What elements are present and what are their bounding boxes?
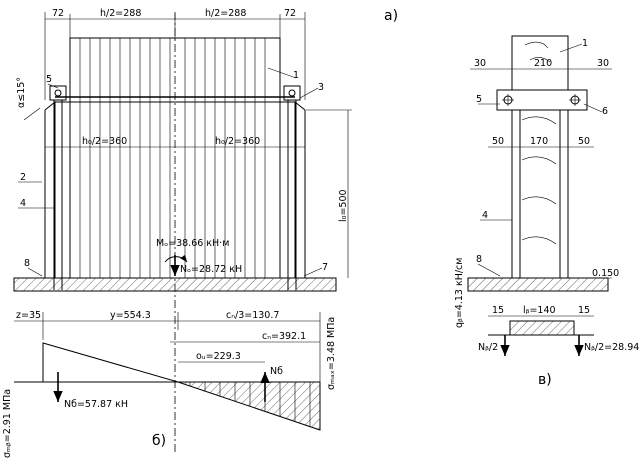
callout-c-4: 4: [482, 210, 488, 221]
foundation-a: [13, 277, 337, 292]
callout-c-8: 8: [476, 254, 482, 265]
callout-8: 8: [24, 258, 30, 269]
q-load: qᵦ=4.13 кН/см: [454, 258, 465, 328]
panel-b: z=35 y=554.3 cₙ/3=130.7 cₙ=392.1 oᵤ=229.…: [2, 310, 337, 458]
sigma-right: σₘₐₓ=3.48 МПа: [326, 317, 337, 390]
dim-c-50-right: 50: [578, 136, 590, 147]
dim-72-right: 72: [284, 8, 296, 19]
moment-label: Mₒ=38.66 кН·м: [156, 238, 229, 249]
rib-left: [44, 100, 56, 278]
stress-triangle-right: [177, 381, 321, 431]
dim-c-170: 170: [530, 136, 548, 147]
dim-c-30-left: 30: [474, 58, 486, 69]
callout-7: 7: [322, 262, 328, 273]
sigma-left: σₘᵦ=2.91 МПа: [2, 389, 13, 458]
dim-c: cₙ/3=130.7: [226, 310, 279, 321]
dim-c-15-left: 15: [492, 305, 504, 316]
dim-c-210: 210: [534, 58, 552, 69]
callout-3: 3: [318, 82, 324, 93]
callout-5: 5: [46, 74, 52, 85]
dim-c-lb: lᵦ=140: [523, 305, 556, 316]
nb-value: Nб=57.87 кН: [64, 399, 128, 410]
nb-right-label: Nᵦ/2=28.94: [584, 342, 639, 353]
dim-cn: cₙ=392.1: [262, 331, 306, 342]
callout-c-5: 5: [476, 94, 482, 105]
foundation-c: [467, 277, 609, 292]
dim-c-30-right: 30: [597, 58, 609, 69]
distributed-load: [509, 320, 575, 336]
callout-1: 1: [293, 70, 299, 81]
rib-right: [294, 100, 306, 278]
nb-label: Nб: [270, 366, 283, 377]
anchor-bolt-right: [283, 85, 301, 290]
dim-z: z=35: [16, 310, 41, 321]
label-a: а): [384, 8, 398, 24]
anchor-bolt-left: [49, 85, 67, 290]
dim-c-50-left: 50: [492, 136, 504, 147]
dim-ob: oᵤ=229.3: [196, 351, 241, 362]
column-flutes: [79, 38, 266, 278]
dim-h0-left: h₀/2=360: [82, 136, 127, 147]
column-texture: [521, 116, 557, 245]
dim-h0-right: h₀/2=360: [215, 136, 260, 147]
stress-triangle-left: [42, 342, 179, 383]
dim-72-left: 72: [52, 8, 64, 19]
force-label: Nₒ=28.72 кН: [180, 264, 242, 275]
dim-height: l₀=500: [338, 189, 349, 222]
panel-a: 72 h/2=288 h/2=288 72 а): [13, 8, 398, 455]
callout-2: 2: [20, 172, 26, 183]
label-c: в): [538, 372, 552, 388]
callout-c-1: 1: [582, 38, 588, 49]
panel-c: 30 210 30 50 170 50 0.150 qᵦ=4.13 кН/см …: [454, 35, 639, 388]
dim-h2-right: h/2=288: [205, 8, 246, 19]
callout-c-6: 6: [602, 106, 608, 117]
moment-arrow: [164, 254, 188, 263]
base-plate-c: [496, 89, 588, 111]
nb-left-label: Nᵦ/2: [478, 342, 498, 353]
dim-h2-left: h/2=288: [100, 8, 141, 19]
angle-label: α≤15°: [16, 77, 27, 108]
callout-4: 4: [20, 198, 26, 209]
dim-y: y=554.3: [110, 310, 151, 321]
level-mark: 0.150: [592, 268, 619, 279]
label-b: б): [152, 433, 166, 449]
dim-c-15-right: 15: [578, 305, 590, 316]
